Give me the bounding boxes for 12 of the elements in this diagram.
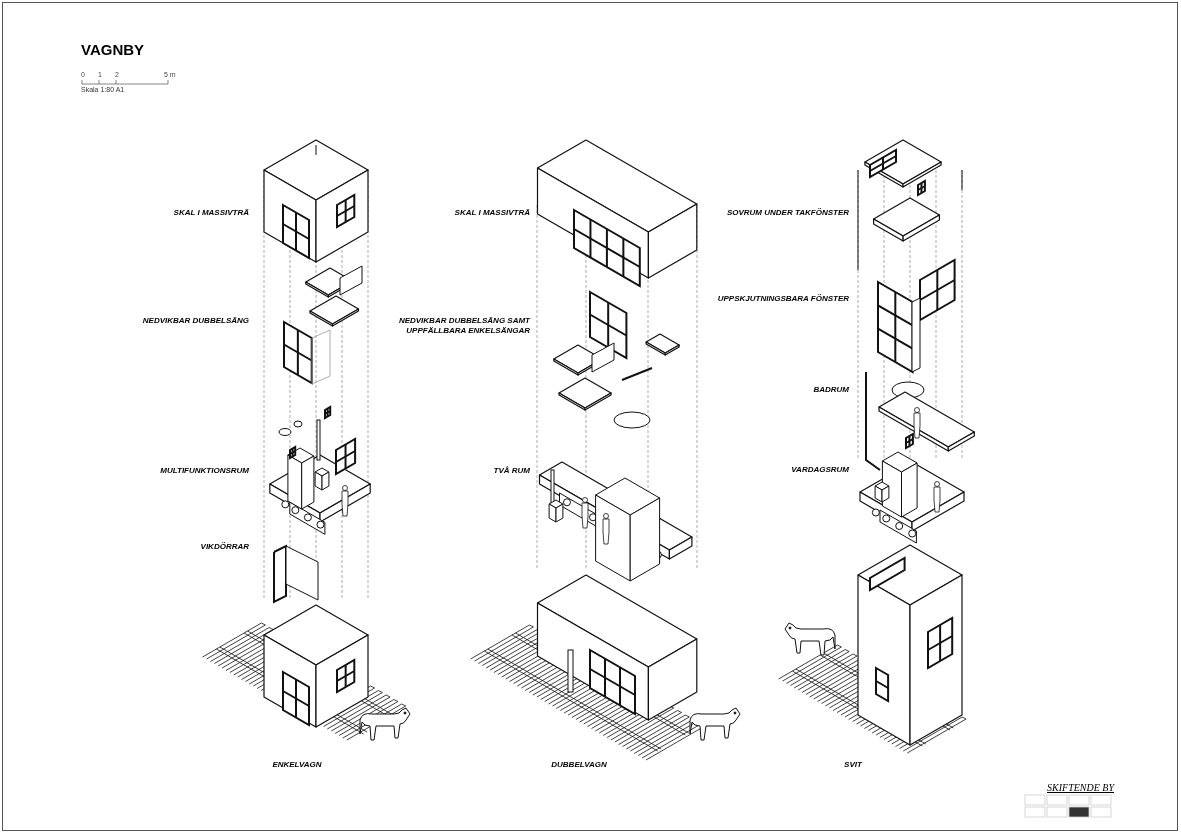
part-label: MULTIFUNKTIONSRUM: [160, 466, 249, 476]
part-label: SKAL I MASSIVTRÄ: [454, 208, 530, 218]
part-label: SKAL I MASSIVTRÄ: [173, 208, 249, 218]
title-block-heading: SKIFTENDE BY: [1046, 783, 1114, 793]
part-label: TVÅ RUM: [493, 466, 530, 476]
part-label: SOVRUM UNDER TAKFÖNSTER: [726, 208, 849, 218]
part-label: VARDAGSRUM: [791, 465, 849, 475]
part-label: UPPSKJUTNINGSBARA FÖNSTER: [717, 294, 849, 304]
part-label: BADRUM: [813, 385, 849, 395]
part-label: VIKDÖRRAR: [200, 542, 249, 552]
part-label: NEDVIKBAR DUBBELSÄNG: [142, 316, 249, 326]
title: VAGNBY: [81, 42, 145, 57]
